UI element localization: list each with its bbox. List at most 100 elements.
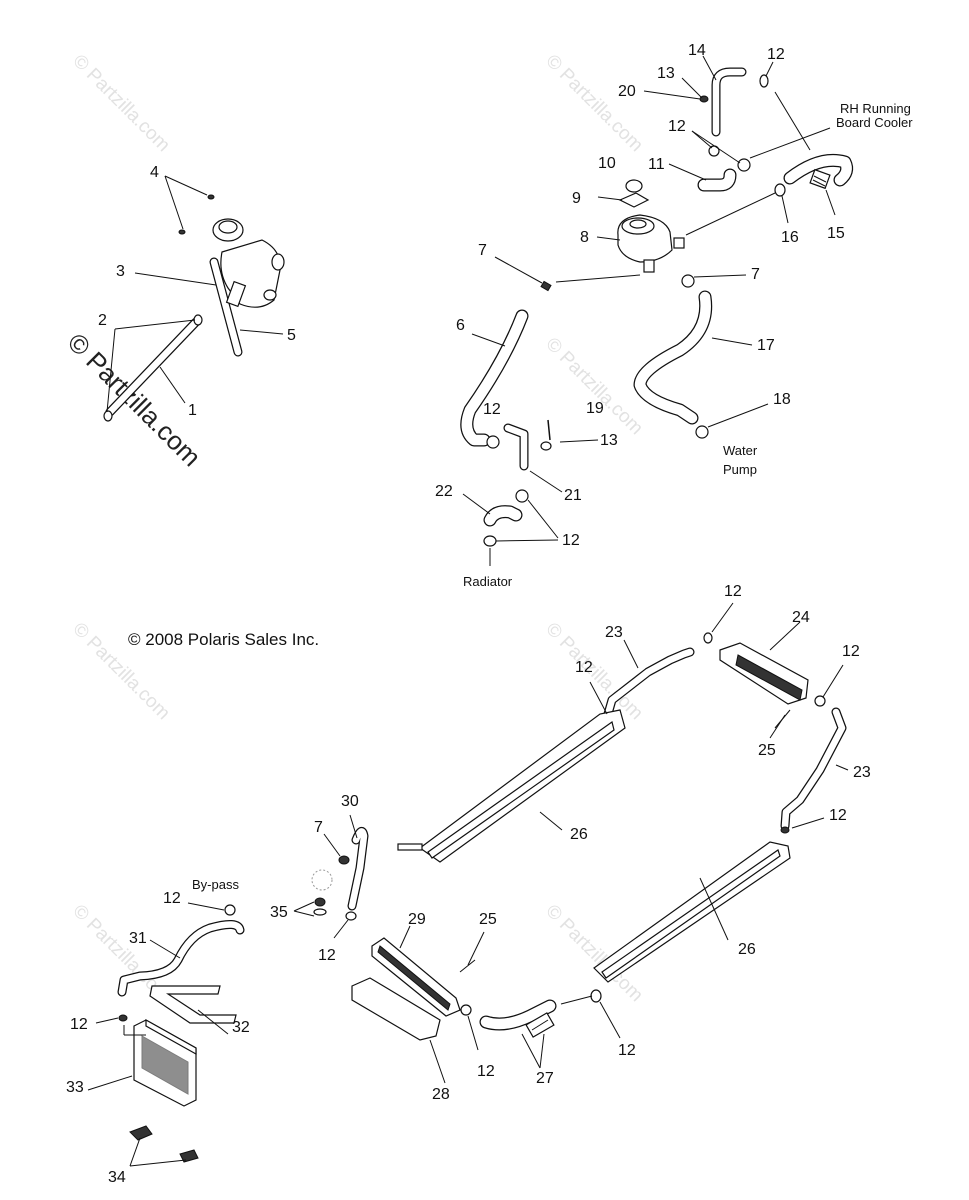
part-11-elbow [697,168,737,192]
callout-27: 27 [536,1070,554,1087]
part-35-sensor [311,869,333,916]
callout-12: 12 [562,532,580,549]
callout-19: 19 [586,400,604,417]
callout-12: 12 [767,46,785,63]
part-12-clamp [780,826,790,834]
callout-26: 26 [738,941,756,958]
part-7-fitting [540,280,552,292]
callout-28: 28 [432,1086,450,1103]
part-21-fitting [503,423,529,471]
callout-13: 13 [657,65,675,82]
part-12-clamp [759,74,769,88]
part-12-clamp [345,911,357,921]
callout-12: 12 [829,807,847,824]
part-7-fitting [338,855,350,865]
callout-10: 10 [598,155,616,172]
callout-12: 12 [575,659,593,676]
part-7-clamp [681,274,695,288]
part-26-panel [397,709,626,863]
callout-12: 12 [70,1016,88,1033]
part-16-clamp [774,183,786,197]
callout-12: 12 [477,1063,495,1080]
callout-21: 21 [564,487,582,504]
callout-20: 20 [618,83,636,100]
part-31-hose [117,920,245,997]
callout-35: 35 [270,904,288,921]
part-34-pad [179,1149,199,1163]
callout-12: 12 [724,583,742,600]
label-radiator: Radiator [463,574,513,589]
callout-33: 33 [66,1079,84,1096]
part-13-clip [540,441,552,451]
callout-7: 7 [314,819,323,836]
watermarks: © Partzilla.com © Partzilla.com © Partzi… [62,51,647,1006]
part-3-bottle [212,218,285,308]
callout-13: 13 [600,432,618,449]
callout-25: 25 [758,742,776,759]
part-27-hose [479,999,557,1031]
watermark: © Partzilla.com [541,51,646,156]
callout-12: 12 [163,890,181,907]
part-19-screw [547,419,551,441]
part-2-clamp [103,410,113,422]
callout-23: 23 [605,624,623,641]
part-24-cooler [719,642,809,705]
part-8-tank [617,214,685,273]
callout-26: 26 [570,826,588,843]
callout-22: 22 [435,483,453,500]
part-33-cooler [133,1018,197,1107]
callout-5: 5 [287,327,296,344]
part-5-hose [209,257,243,357]
lower-cooler-assembly: 30 7 35 12 29 25 12 28 27 12 [270,793,636,1103]
watermark: © Partzilla.com [68,51,173,156]
callout-8: 8 [580,229,589,246]
part-22-hose [483,505,523,527]
part-23-hose [780,707,847,831]
callout-32: 32 [232,1019,250,1036]
callout-34: 34 [108,1169,126,1186]
part-12-clamp [224,904,236,916]
callout-12: 12 [483,401,501,418]
part-30-hose [347,826,369,911]
part-12-clamp [483,535,497,547]
part-12-clamp [118,1014,128,1022]
overflow-bottle-assembly: 4 3 5 2 1 [98,164,296,422]
part-23-hose [603,647,695,719]
callout-18: 18 [773,391,791,408]
part-28-base [351,977,441,1041]
callout-12: 12 [618,1042,636,1059]
running-board-cooler-assembly: 23 12 12 24 12 25 23 12 26 26 [397,583,871,983]
callout-30: 30 [341,793,359,810]
callout-12: 12 [668,118,686,135]
part-18-clamp [695,425,709,439]
part-12-clamp [814,695,826,707]
part-15-hose [783,153,854,187]
part-6-hose [460,309,529,447]
callout-9: 9 [572,190,581,207]
watermark: © Partzilla.com [541,334,646,439]
callout-2: 2 [98,312,107,329]
callout-17: 17 [757,337,775,354]
part-12-clamp [703,632,713,644]
part-12-clamp [460,1004,472,1016]
bypass-cooler-assembly: By-pass 12 31 12 32 33 34 [66,877,250,1186]
callout-24: 24 [792,609,810,626]
part-1-hose [105,317,201,417]
copyright-text: © 2008 Polaris Sales Inc. [128,630,319,649]
part-4-screw [207,194,215,200]
callout-12: 12 [318,947,336,964]
part-4-screw [178,229,186,235]
callout-11: 11 [648,156,665,173]
callout-6: 6 [456,317,465,334]
label-water: Water [723,443,758,458]
callout-3: 3 [116,263,125,280]
callout-16: 16 [781,229,799,246]
part-26-panel [593,841,791,983]
part-25-screw [459,959,476,973]
callout-4: 4 [150,164,159,181]
callout-23: 23 [853,764,871,781]
part-12-clamp [737,158,751,172]
watermark-large: © Partzilla.com [62,327,207,472]
callout-7: 7 [751,266,760,283]
